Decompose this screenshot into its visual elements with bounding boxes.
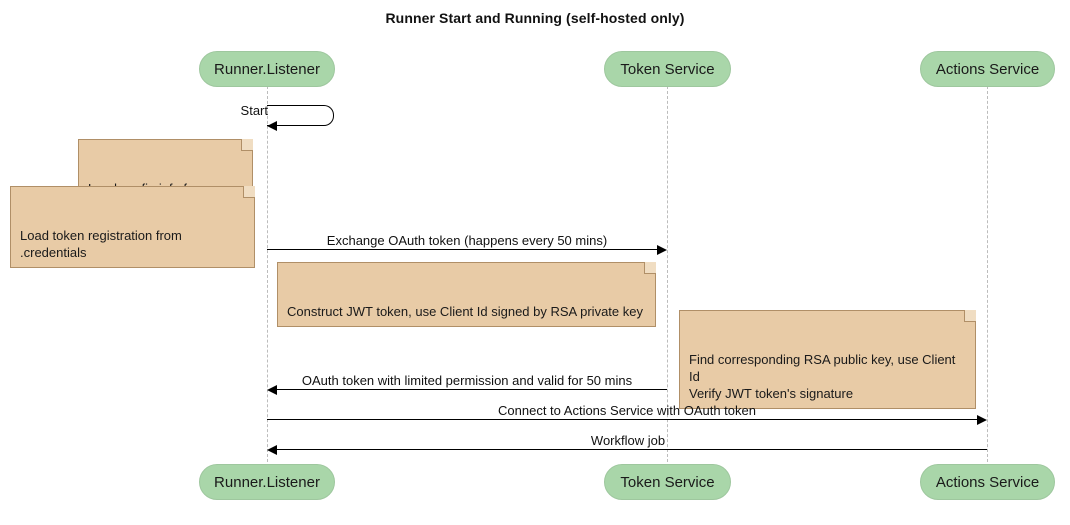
lifeline-runner-listener: [267, 86, 268, 462]
message-label-connect-actions: Connect to Actions Service with OAuth to…: [498, 403, 756, 418]
participant-runner-listener-top[interactable]: Runner.Listener: [199, 51, 335, 87]
note-verify-jwt: Find corresponding RSA public key, use C…: [679, 310, 976, 409]
arrow-head-exchange-oauth: [657, 245, 667, 255]
note-fold-icon: [644, 262, 656, 274]
participant-runner-listener-bottom[interactable]: Runner.Listener: [199, 464, 335, 500]
message-label-exchange-oauth: Exchange OAuth token (happens every 50 m…: [326, 233, 608, 248]
message-label-start: Start: [240, 103, 268, 118]
lifeline-token-service: [667, 86, 668, 462]
message-line-oauth-token: [277, 389, 667, 390]
arrow-head-start: [267, 121, 277, 131]
note-construct-jwt: Construct JWT token, use Client Id signe…: [277, 262, 656, 327]
participant-token-service-top[interactable]: Token Service: [604, 51, 731, 87]
note-load-token-registration: Load token registration from .credential…: [10, 186, 255, 268]
note-fold-icon: [964, 310, 976, 322]
message-label-workflow-job: Workflow job: [590, 433, 666, 448]
note-verify-jwt-text: Find corresponding RSA public key, use C…: [689, 352, 956, 401]
arrow-head-workflow-job: [267, 445, 277, 455]
arrow-head-oauth-token: [267, 385, 277, 395]
arrow-head-connect-actions: [977, 415, 987, 425]
participant-actions-service-bottom[interactable]: Actions Service: [920, 464, 1055, 500]
message-line-connect-actions: [267, 419, 979, 420]
note-construct-jwt-text: Construct JWT token, use Client Id signe…: [287, 304, 643, 319]
note-load-token-registration-text: Load token registration from .credential…: [20, 228, 182, 260]
message-line-exchange-oauth: [267, 249, 659, 250]
participant-token-service-bottom[interactable]: Token Service: [604, 464, 731, 500]
participant-actions-service-top[interactable]: Actions Service: [920, 51, 1055, 87]
note-fold-icon: [243, 186, 255, 198]
page-title: Runner Start and Running (self-hosted on…: [385, 10, 685, 26]
lifeline-actions-service: [987, 86, 988, 462]
self-message-start: [267, 105, 334, 126]
message-label-oauth-token: OAuth token with limited permission and …: [301, 373, 633, 388]
message-line-workflow-job: [277, 449, 987, 450]
note-fold-icon: [241, 139, 253, 151]
